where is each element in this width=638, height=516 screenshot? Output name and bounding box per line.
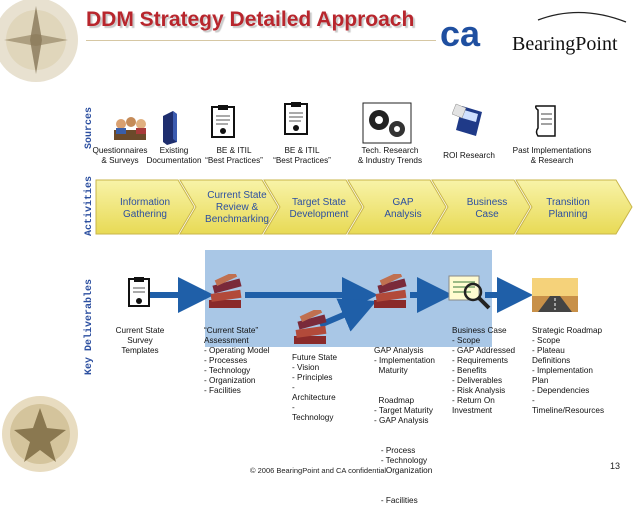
flow-arrow xyxy=(318,298,377,332)
source-label: Tech. Research& Industry Trends xyxy=(357,146,423,165)
footer-confidential: © 2006 BearingPoint and CA confidential xyxy=(250,466,387,475)
deliverable-business-case: Business Case- Scope- GAP Addressed - Re… xyxy=(452,326,516,415)
bearingpoint-logo-text: BearingPoint xyxy=(512,33,618,55)
deliverable-gap-analysis: GAP Analysis- Implementation Maturity Ro… xyxy=(374,346,435,505)
bearingpoint-logo: BearingPoint xyxy=(512,11,627,55)
title-divider xyxy=(86,40,436,41)
clipboard-icon xyxy=(211,105,235,138)
calculator-icon xyxy=(452,103,482,136)
row-label-deliverables: Key Deliverables xyxy=(84,279,95,376)
books-icon xyxy=(209,274,242,308)
chevron-business-case xyxy=(431,179,531,235)
page-title: DDM Strategy Detailed Approach xyxy=(86,8,415,31)
chevron-information-gathering xyxy=(95,179,195,235)
chevron-target-state-development xyxy=(263,179,363,235)
source-label: BE & ITIL“Best Practices” xyxy=(205,146,263,165)
ca-logo: ca xyxy=(440,14,481,52)
compass-icon xyxy=(0,0,78,82)
source-label: Questionnaires& Surveys xyxy=(92,146,148,165)
clipboard-icon xyxy=(284,102,308,135)
deliverables-flow xyxy=(150,277,533,332)
books-icon xyxy=(374,274,407,308)
chevron-gap-analysis xyxy=(347,179,447,235)
magnifier-report-icon xyxy=(448,275,491,310)
clipboard-icon xyxy=(128,277,150,307)
chevron-current-state-review xyxy=(179,179,279,235)
deliverable-current-state-assessment: “Current State”Assessment- Operating Mod… xyxy=(204,326,270,395)
people-meeting-icon xyxy=(114,117,146,140)
deliverable-strategic-roadmap: Strategic Roadmap- Scope- Plateau Defini… xyxy=(532,326,605,415)
source-label: Past Implementations& Research xyxy=(512,146,592,165)
books-icon xyxy=(294,310,327,344)
source-label: BE & ITIL“Best Practices” xyxy=(273,146,331,165)
activities-chevron-row xyxy=(95,179,633,235)
seal-icon xyxy=(2,396,78,472)
chevron-transition-planning xyxy=(515,179,633,235)
road-icon xyxy=(532,278,578,312)
ca-logo-text: ca xyxy=(440,14,481,52)
scroll-icon xyxy=(535,105,556,137)
page-number: 13 xyxy=(610,461,621,471)
gears-icon xyxy=(362,102,412,144)
deliverable-future-state: Future State- Vision- Principles -Archit… xyxy=(292,353,338,422)
document-stack-icon xyxy=(163,111,177,145)
source-label: ROI Research xyxy=(443,151,495,160)
